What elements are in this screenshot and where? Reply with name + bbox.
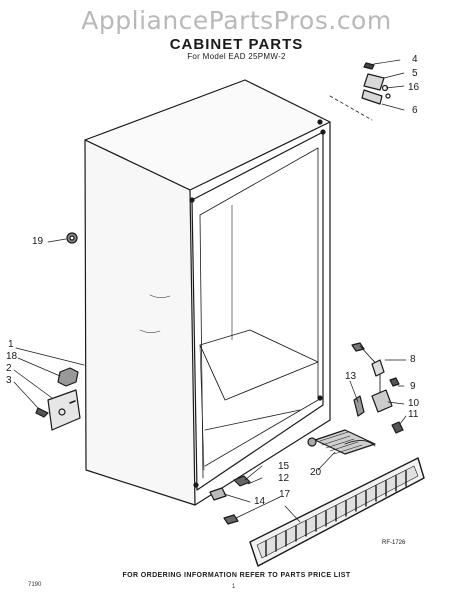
callout-2: 2 [6,363,12,374]
part-19-plug [47,232,78,244]
cabinet-shell [84,79,331,506]
base-grille [249,457,425,567]
page-mark: 1 [232,584,236,590]
date-code: 7190 [28,582,42,588]
page-title: CABINET PARTS [169,36,304,53]
callout-11: 11 [408,409,419,420]
callout-12: 12 [278,473,290,484]
callout-15: 15 [278,461,290,472]
callout-14: 14 [254,496,266,507]
callout-18: 18 [6,351,18,362]
ordering-instruction: FOR ORDERING INFORMATION REFER TO PARTS … [122,572,351,579]
part-20-coil [307,429,376,471]
diagram-code: RF-1726 [382,540,406,546]
callout-9: 9 [410,381,416,392]
callout-5: 5 [412,68,418,79]
top-hinge-assembly [329,59,405,121]
callout-1: 1 [8,339,14,350]
lower-small-parts [209,465,301,525]
callout-19: 19 [32,236,44,247]
callout-20: 20 [310,467,322,478]
callout-4: 4 [412,54,418,65]
callout-8: 8 [410,354,416,365]
right-lower-hinge [349,342,407,434]
callout-3: 3 [6,375,12,386]
callout-17: 17 [279,489,291,500]
left-hinge-bracket [13,347,85,431]
callout-6: 6 [412,105,418,116]
callout-13: 13 [345,371,357,382]
callout-10: 10 [408,398,420,409]
watermark: AppliancePartsPros.com [81,6,392,35]
callout-16: 16 [408,82,420,93]
model-subtitle: For Model EAD 25PMW-2 [187,52,286,61]
